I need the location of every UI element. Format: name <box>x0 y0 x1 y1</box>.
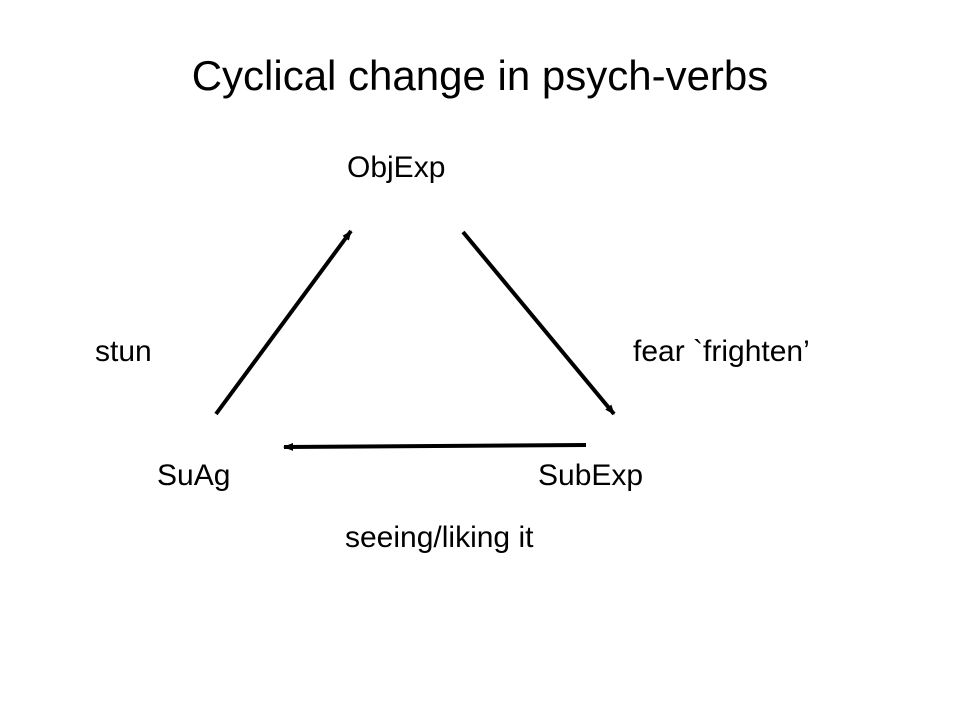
edge-label-fear-frighten: fear `frighten’ <box>633 335 810 368</box>
edge-label-stun: stun <box>95 335 152 368</box>
slide-title: Cyclical change in psych-verbs <box>191 52 769 99</box>
arrow-suag-to-objexp <box>214 229 353 416</box>
node-subexp: SubExp <box>538 459 644 492</box>
node-suag: SuAg <box>157 459 231 492</box>
edge-label-seeing-liking: seeing/liking it <box>345 521 534 554</box>
arrow-objexp-to-subexp <box>461 230 616 416</box>
arrow-subexp-to-suag <box>283 442 587 451</box>
node-objexp: ObjExp <box>347 151 446 184</box>
